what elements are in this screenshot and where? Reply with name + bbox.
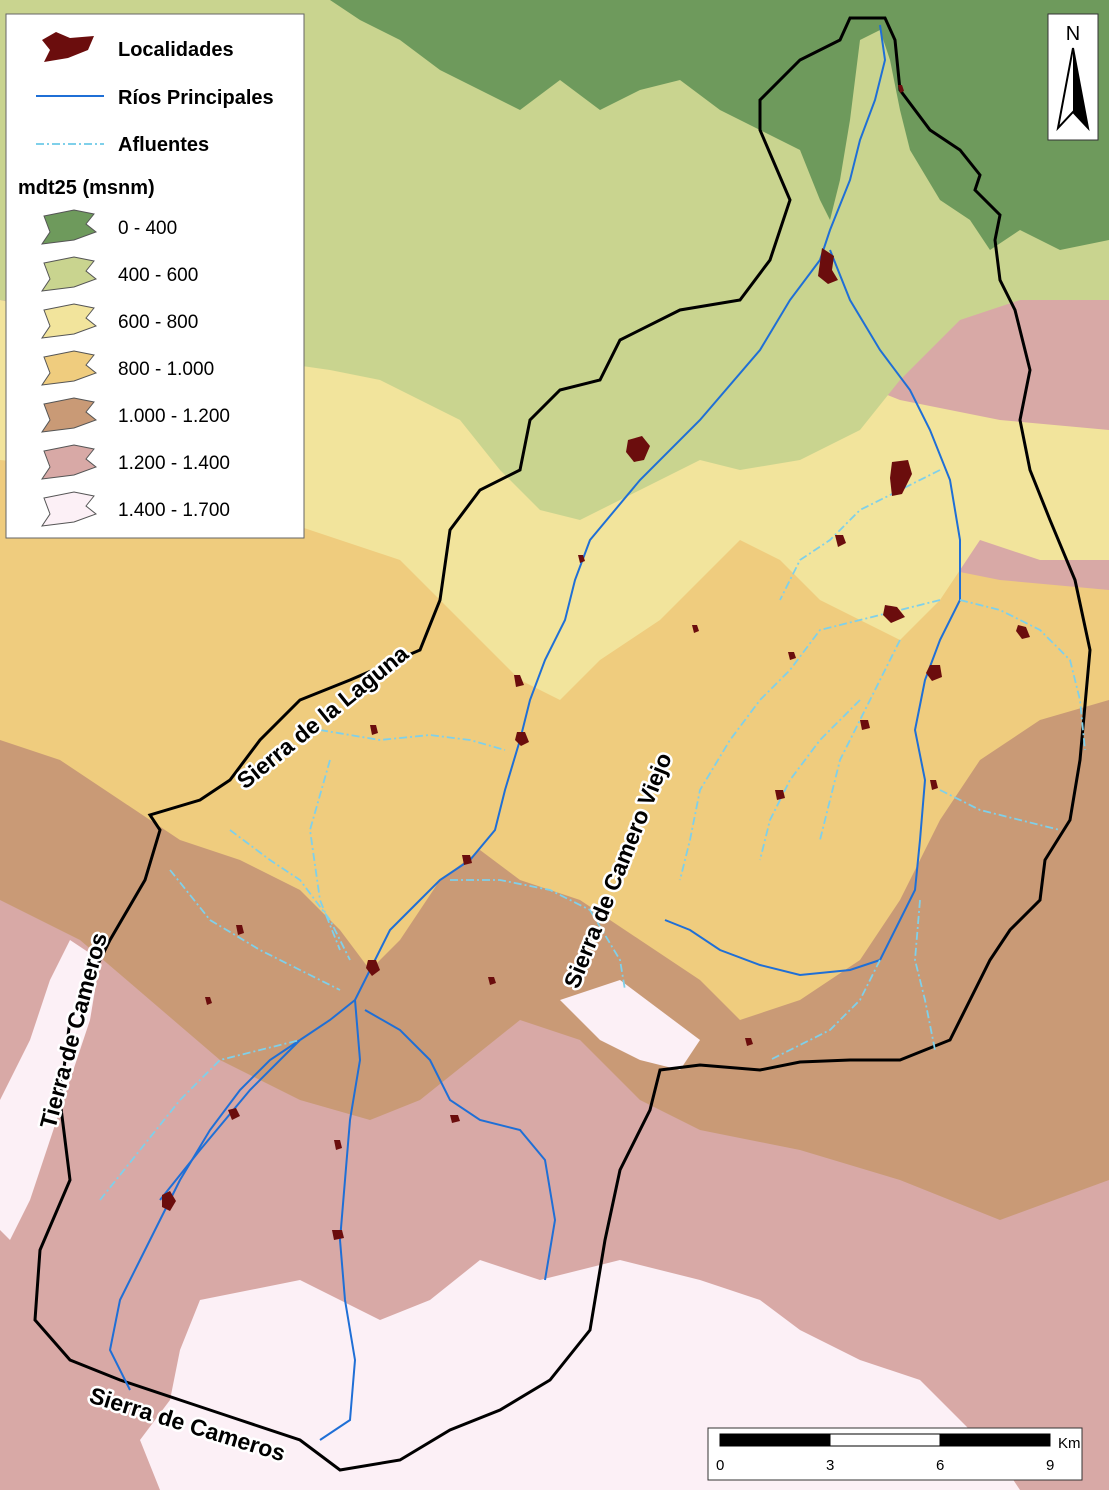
legend: Localidades Ríos Principales Afluentes m…: [5, 13, 305, 539]
elevation-range-label: 400 - 600: [118, 265, 198, 286]
elevation-swatch: [40, 397, 98, 433]
locality: [883, 605, 905, 623]
locality: [332, 1230, 344, 1240]
basin-border: [33, 16, 1092, 1472]
elevation-range-label: 1.000 - 1.200: [118, 406, 230, 427]
locality: [626, 436, 650, 462]
elevation-swatch: [40, 303, 98, 339]
locality: [930, 780, 938, 790]
band-1400-1700-west: [0, 940, 100, 1240]
scale-tick: 9: [1046, 1457, 1054, 1474]
locality: [462, 855, 472, 865]
locality: [890, 460, 912, 496]
trib-2: [229, 829, 351, 961]
locality: [788, 652, 796, 660]
trib-10: [939, 789, 1061, 831]
locality: [578, 555, 585, 563]
band-0-400: [330, 0, 1109, 250]
elevation-range-label: 1.200 - 1.400: [118, 453, 230, 474]
locality-symbol: [42, 32, 94, 62]
locality: [745, 1038, 753, 1046]
locality: [366, 960, 380, 976]
locality: [236, 925, 244, 935]
scale-tick: 6: [936, 1457, 944, 1474]
legend-afluentes: Afluentes: [118, 134, 209, 156]
scale-tick: 3: [826, 1457, 834, 1474]
trib-13: [769, 959, 881, 1061]
band-1400-1700-center: [560, 980, 700, 1070]
locality: [488, 977, 496, 985]
locality: [370, 725, 378, 735]
trib-3: [169, 869, 341, 991]
elevation-range-label: 600 - 800: [118, 312, 198, 333]
elevation-swatch: [40, 444, 98, 480]
elevation-range-label: 1.400 - 1.700: [118, 500, 230, 521]
locality: [898, 85, 904, 93]
trib-1: [319, 729, 506, 751]
river-south-east: [364, 1009, 557, 1281]
elevation-swatches: 0 - 400 400 - 600 600 - 800 800 - 1.000 1.00…: [40, 209, 230, 527]
trib-12: [914, 899, 936, 1051]
legend-elevation-title: mdt25 (msnm): [18, 177, 155, 199]
locality: [775, 790, 785, 800]
elevation-swatch: [40, 350, 98, 386]
elevation-swatch: [40, 491, 98, 527]
localities: [162, 85, 1030, 1240]
locality: [205, 997, 212, 1005]
north-label: N: [1066, 23, 1080, 45]
legend-localidades: Localidades: [118, 39, 234, 61]
trib-4: [309, 759, 341, 951]
locality: [515, 732, 529, 746]
river-south-west: [159, 1039, 301, 1201]
trib-7: [779, 469, 941, 601]
north-arrow: N: [1047, 13, 1099, 141]
legend-rios: Ríos Principales: [118, 87, 274, 109]
locality: [835, 535, 846, 547]
river-south-center: [319, 999, 362, 1441]
tributaries: [99, 469, 1086, 1201]
locality: [334, 1140, 342, 1150]
locality: [1016, 625, 1030, 639]
trib-11: [819, 639, 901, 841]
scale-unit: Km: [1058, 1435, 1081, 1452]
elevation-range-label: 800 - 1.000: [118, 359, 214, 380]
locality: [514, 675, 524, 687]
locality: [818, 248, 838, 284]
locality: [860, 720, 870, 730]
scale-tick: 0: [716, 1457, 724, 1474]
locality: [926, 665, 942, 681]
locality: [228, 1108, 240, 1120]
elevation-swatch: [40, 256, 98, 292]
elevation-swatch: [40, 209, 98, 245]
river-east-branch: [664, 249, 961, 977]
locality: [692, 625, 699, 633]
locality: [162, 1191, 176, 1211]
trib-8: [679, 599, 941, 881]
scale-bar: Km 0 3 6 9: [707, 1427, 1083, 1481]
elevation-range-label: 0 - 400: [118, 218, 177, 239]
trib-9: [959, 599, 1086, 751]
trib-5: [450, 879, 626, 991]
trib-14: [759, 699, 861, 861]
locality: [450, 1115, 460, 1123]
trib-6: [99, 1039, 301, 1201]
